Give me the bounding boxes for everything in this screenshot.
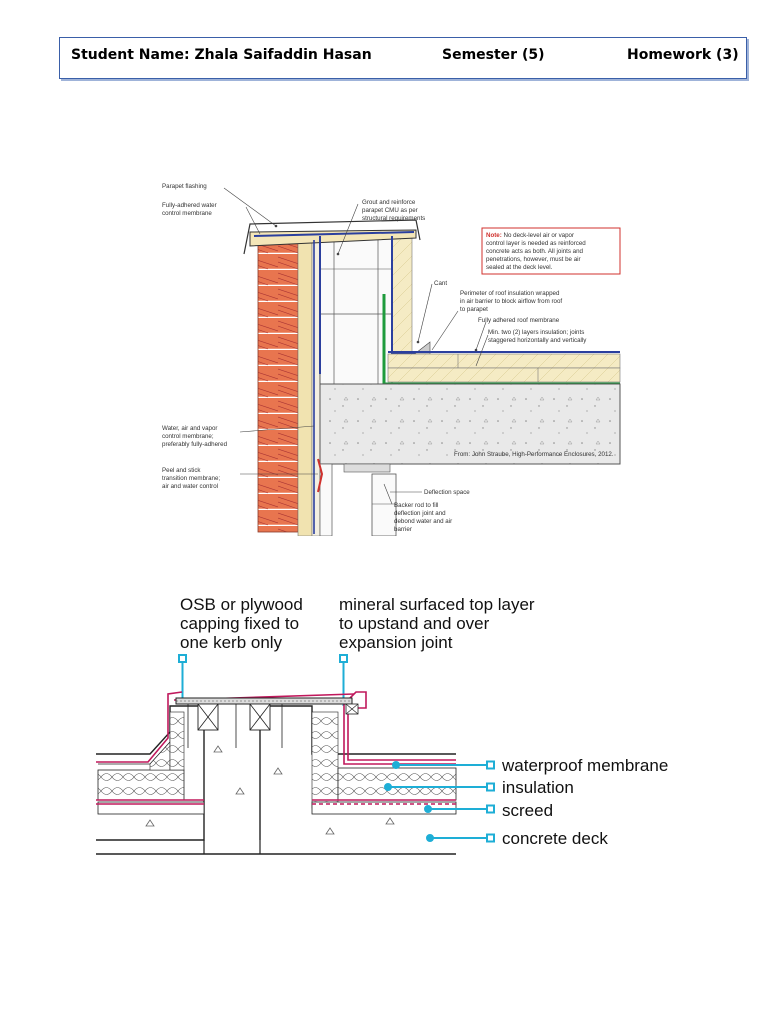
- label-fully-adhered-1: Fully-adhered water: [162, 202, 217, 209]
- label-screed: screed: [502, 801, 553, 820]
- label-mineral-1: mineral surfaced top layer: [339, 595, 535, 614]
- label-mineral-2: to upstand and over: [339, 614, 490, 633]
- label-mineral-3: expansion joint: [339, 633, 453, 652]
- label-concrete-deck: concrete deck: [502, 829, 608, 848]
- marker-waterproof: [486, 760, 495, 770]
- label-grout-2: parapet CMU as per: [362, 207, 418, 214]
- label-perimeter-1: Perimeter of roof insulation wrapped: [460, 290, 560, 297]
- label-perimeter-3: to parapet: [460, 306, 488, 313]
- label-insulation-2: staggered horizontally and vertically: [488, 337, 587, 344]
- label-parapet-flashing: Parapet flashing: [162, 183, 207, 190]
- label-backer-1: Backer rod to fill: [394, 502, 438, 509]
- note-line2: control layer is needed as reinforced: [486, 240, 586, 247]
- student-name: Student Name: Zhala Saifaddin Hasan: [71, 47, 372, 63]
- label-insulation: insulation: [502, 778, 574, 797]
- label-osb-2: capping fixed to: [180, 614, 299, 633]
- note-line4: penetrations, however, must be air: [486, 256, 581, 263]
- marker-concrete: [486, 833, 495, 843]
- label-fully-adhered-2: control membrane: [162, 210, 212, 217]
- label-wavb-2: control membrane;: [162, 433, 214, 440]
- source-credit: From: John Straube, High-Performance Enc…: [454, 451, 614, 458]
- label-osb-3: one kerb only: [180, 633, 283, 652]
- note-heading: Note:: [486, 232, 502, 239]
- label-wavb-1: Water, air and vapor: [162, 425, 217, 432]
- note-line3: concrete acts as both. All joints and: [486, 248, 584, 255]
- cmu-parapet: [319, 233, 393, 385]
- marker-osb: [178, 654, 187, 663]
- note-box: [481, 227, 621, 275]
- expansion-joint-figure: OSB or plywood capping fixed to one kerb…: [90, 588, 710, 860]
- label-backer-3: debond water and air: [394, 518, 452, 525]
- parapet-detail-drawing: Parapet flashing Fully-adhered water con…: [162, 183, 621, 537]
- marker-insulation: [486, 782, 495, 792]
- note-line1: No deck-level air or vapor: [504, 232, 575, 239]
- expansion-joint-drawing: OSB or plywood capping fixed to one kerb…: [96, 595, 668, 855]
- header-box: Student Name: Zhala Saifaddin Hasan Seme…: [59, 37, 747, 79]
- label-cant: Cant: [434, 280, 447, 287]
- homework: Homework (3): [627, 47, 739, 63]
- label-wavb-3: preferably fully-adhered: [162, 441, 228, 448]
- parapet-detail-figure: Parapet flashing Fully-adhered water con…: [158, 174, 628, 537]
- label-deflection-space: Deflection space: [424, 489, 470, 496]
- label-backer-2: deflection joint and: [394, 510, 446, 517]
- label-peel-1: Peel and stick: [162, 467, 201, 474]
- marker-screed: [486, 804, 495, 814]
- label-insulation-1: Min. two (2) layers insulation; joints: [488, 329, 584, 336]
- label-grout-3: structural requirements: [362, 215, 425, 222]
- semester: Semester (5): [442, 47, 545, 63]
- label-peel-3: air and water control: [162, 483, 218, 490]
- label-backer-4: barrier: [394, 526, 412, 533]
- label-grout-1: Grout and reinforce: [362, 199, 416, 206]
- brick-veneer: [257, 241, 299, 533]
- note-line5: sealed at the deck level.: [486, 264, 553, 271]
- label-peel-2: transition membrane;: [162, 475, 220, 482]
- label-waterproof-membrane: waterproof membrane: [501, 756, 668, 775]
- svg-text:Note: No deck-level air or vap: Note: No deck-level air or vapor: [486, 232, 574, 239]
- label-perimeter-2: in air barrier to block airflow from roo…: [460, 298, 562, 305]
- label-roof-membrane: Fully adhered roof membrane: [478, 317, 560, 324]
- label-osb-1: OSB or plywood: [180, 595, 303, 614]
- marker-mineral: [339, 654, 348, 663]
- concrete-slab: [319, 383, 621, 465]
